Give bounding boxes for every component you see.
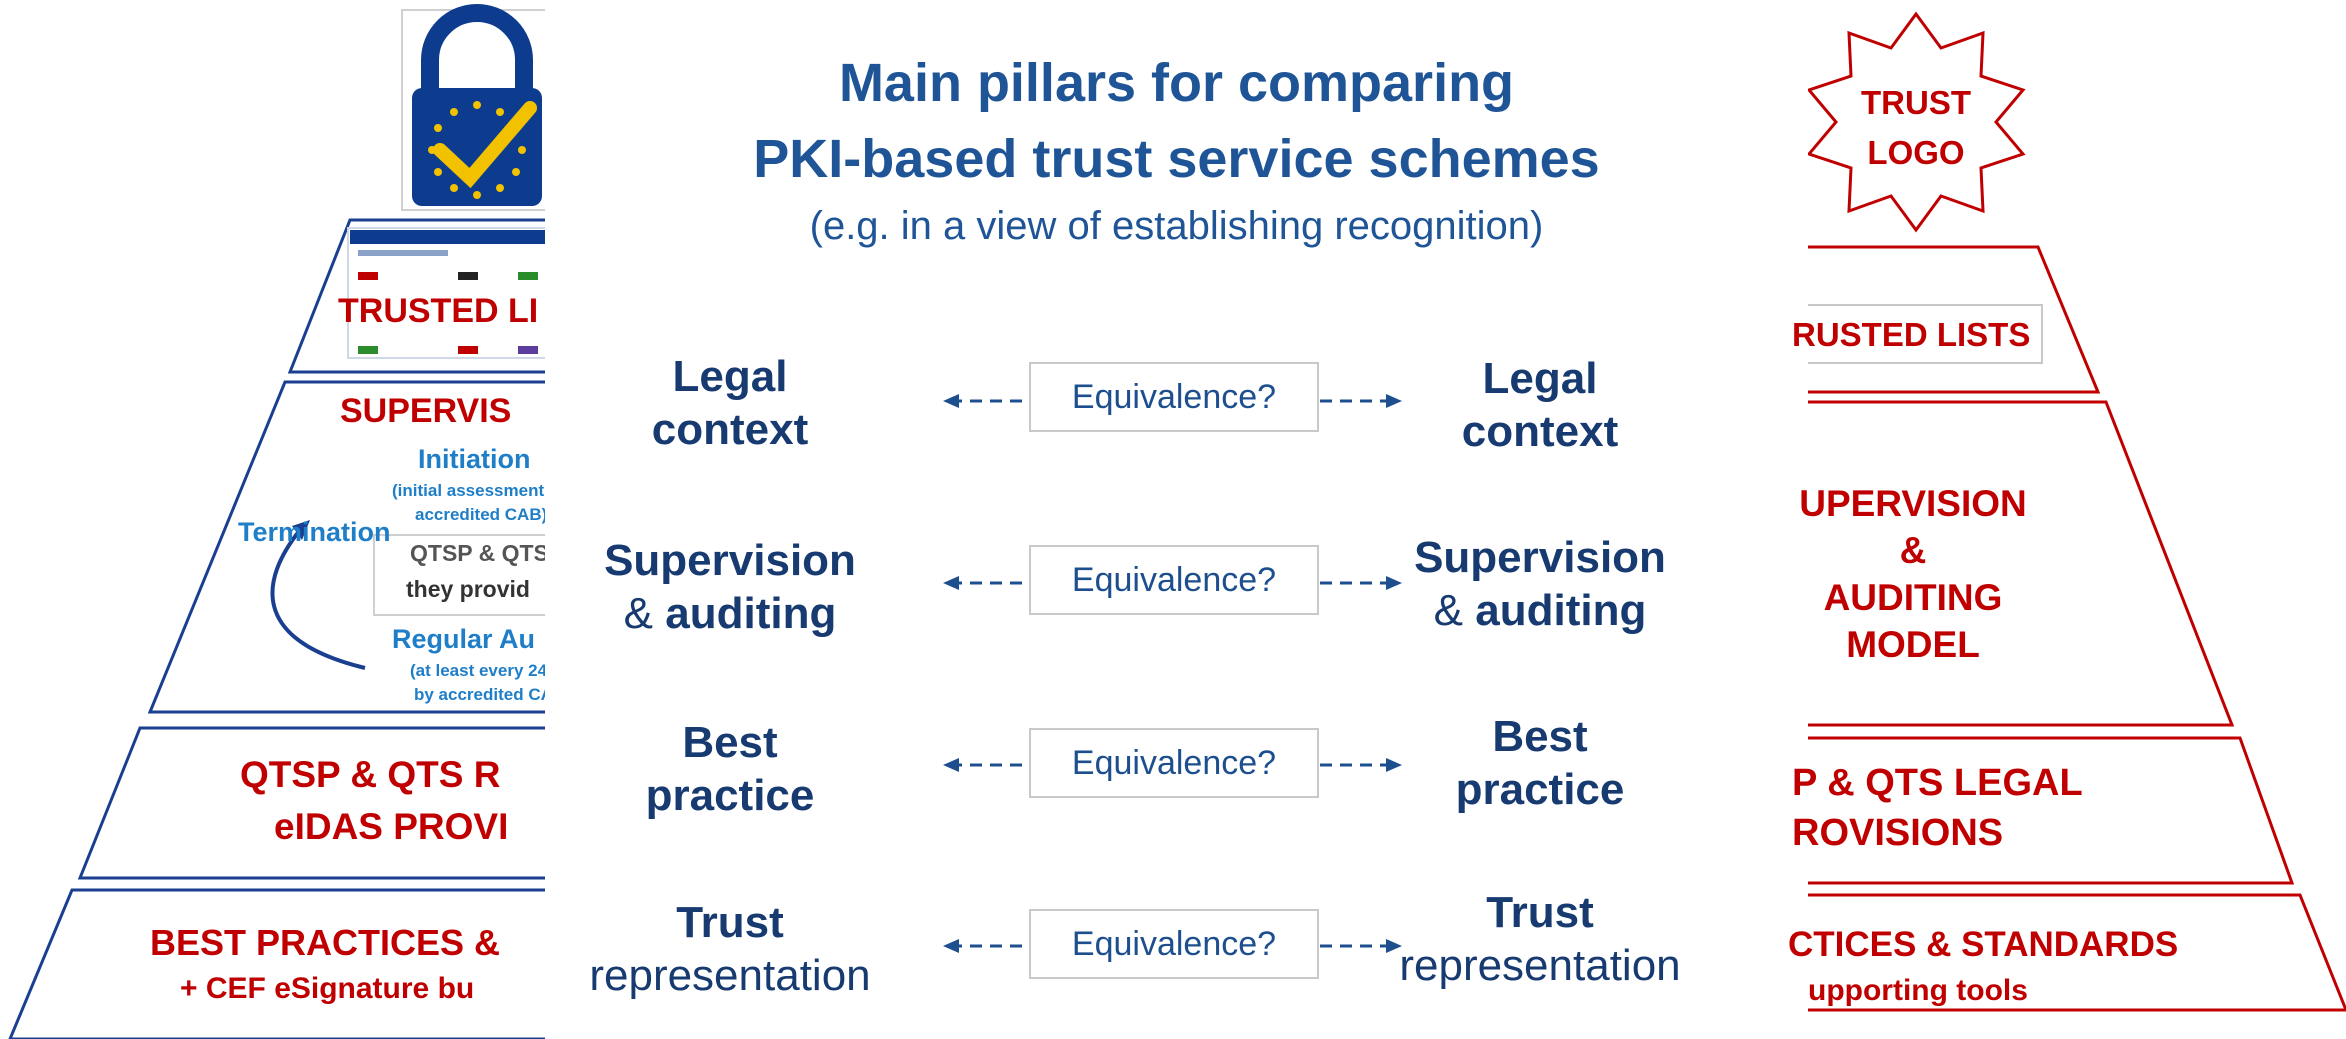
right-pillar-supervision-amp: & xyxy=(1433,586,1464,635)
arrows-layer xyxy=(943,394,1402,953)
left-pillar-supervision-line1: Supervision xyxy=(604,536,856,585)
left-pillar-supervision-amp: & xyxy=(623,589,654,638)
left-trusted-lists-label: TRUSTED LI xyxy=(338,292,539,330)
trusted-list-browser-thumbnail xyxy=(347,227,559,359)
right-pillar-supervision-line2: auditing xyxy=(1475,586,1647,635)
right-supervision-line4: MODEL xyxy=(1846,624,1980,665)
right-pillar-best-line1: Best xyxy=(1492,712,1588,761)
right-trusted-lists-label: RUSTED LISTS xyxy=(1792,316,2031,353)
left-legal-line1: QTSP & QTS R xyxy=(240,754,501,795)
comparison-panel: Main pillars for comparing PKI-based tru… xyxy=(545,0,1808,1039)
initiation-label: Initiation xyxy=(418,444,531,474)
trust-logo-line1: TRUST xyxy=(1861,84,1971,121)
left-pillar-best-line1: Best xyxy=(682,718,778,767)
right-supervision-line3: AUDITING xyxy=(1823,577,2003,618)
trust-logo-star-icon xyxy=(1806,11,2026,233)
right-pillar-legal-line1: Legal xyxy=(1482,354,1598,403)
right-best-line1: CTICES & STANDARDS xyxy=(1788,925,2179,964)
title-subtitle: (e.g. in a view of establishing recognit… xyxy=(809,204,1544,248)
left-pillar-legal-line2: context xyxy=(651,405,809,454)
termination-arrowhead xyxy=(292,520,310,540)
trust-logo-line2: LOGO xyxy=(1867,134,1965,171)
eu-trust-mark-icon xyxy=(401,4,553,211)
left-pillar-best-line2: practice xyxy=(645,771,815,820)
initiation-note-line1: (initial assessment xyxy=(392,481,545,500)
regular-audit-note-line2: by accredited CA xyxy=(414,685,553,704)
right-pillar-supervision-line1: Supervision xyxy=(1414,533,1666,582)
left-pillar-best: Best practice xyxy=(585,716,875,822)
title-line2: PKI-based trust service schemes xyxy=(753,129,1600,189)
left-pillar-trust: Trust representation xyxy=(565,896,895,1002)
left-best-line2: + CEF eSignature bu xyxy=(180,972,475,1005)
right-pillar-trust-line1: Trust xyxy=(1486,888,1594,937)
initiation-note-line2: accredited CAB) xyxy=(415,505,548,524)
right-pillar-trust-line2: representation xyxy=(1399,941,1681,990)
qtsp-info-box xyxy=(373,534,565,616)
left-pillar-trust-line1: Trust xyxy=(676,898,784,947)
right-supervision-line2: & xyxy=(1899,530,1927,571)
right-tier-legal xyxy=(1788,736,2295,885)
equivalence-box-best: Equivalence? xyxy=(1029,728,1319,798)
left-pillar-legal: Legal context xyxy=(585,350,875,456)
equivalence-box-legal: Equivalence? xyxy=(1029,362,1319,432)
right-best-line2: upporting tools xyxy=(1808,974,2028,1007)
right-pillar-supervision: Supervision & auditing xyxy=(1395,531,1685,637)
right-pillar-legal-line2: context xyxy=(1461,407,1619,456)
left-legal-line2: eIDAS PROVI xyxy=(274,806,509,847)
left-tier-legal xyxy=(77,726,562,880)
right-pillar-legal: Legal context xyxy=(1395,352,1685,458)
title-line1: Main pillars for comparing xyxy=(838,53,1515,113)
right-pillar-best-line2: practice xyxy=(1455,765,1625,814)
left-tier-best-practices xyxy=(8,888,562,1039)
right-legal-line2: ROVISIONS xyxy=(1792,812,2004,854)
left-pillar-supervision-line2: auditing xyxy=(665,589,837,638)
right-supervision-line1: UPERVISION xyxy=(1799,483,2027,524)
right-pillar-best: Best practice xyxy=(1395,710,1685,816)
left-supervision-label: SUPERVIS xyxy=(340,392,512,430)
termination-arrow xyxy=(270,528,366,670)
trust-logo-text: TRUST LOGO xyxy=(1836,78,1996,178)
equivalence-box-trust: Equivalence? xyxy=(1029,909,1319,979)
right-pillar-trust: Trust representation xyxy=(1375,886,1705,992)
right-supervision-label: UPERVISION & AUDITING MODEL xyxy=(1790,480,2036,668)
regular-audit-note-line1: (at least every 24 xyxy=(410,661,548,680)
qtsp-box-line1: QTSP & QTS xyxy=(410,540,549,566)
qtsp-box-line2: they provid xyxy=(406,576,530,602)
termination-label: Termination xyxy=(238,517,391,547)
left-pillar-trust-line2: representation xyxy=(589,951,871,1000)
right-legal-line1: P & QTS LEGAL xyxy=(1792,762,2083,804)
equivalence-box-supervision: Equivalence? xyxy=(1029,545,1319,615)
left-pillar-legal-line1: Legal xyxy=(672,352,788,401)
left-best-line1: BEST PRACTICES & xyxy=(150,922,501,963)
left-pillar-supervision: Supervision & auditing xyxy=(585,534,875,640)
regular-audit-label: Regular Au xyxy=(392,624,536,654)
right-trusted-lists-box xyxy=(1789,304,2043,364)
